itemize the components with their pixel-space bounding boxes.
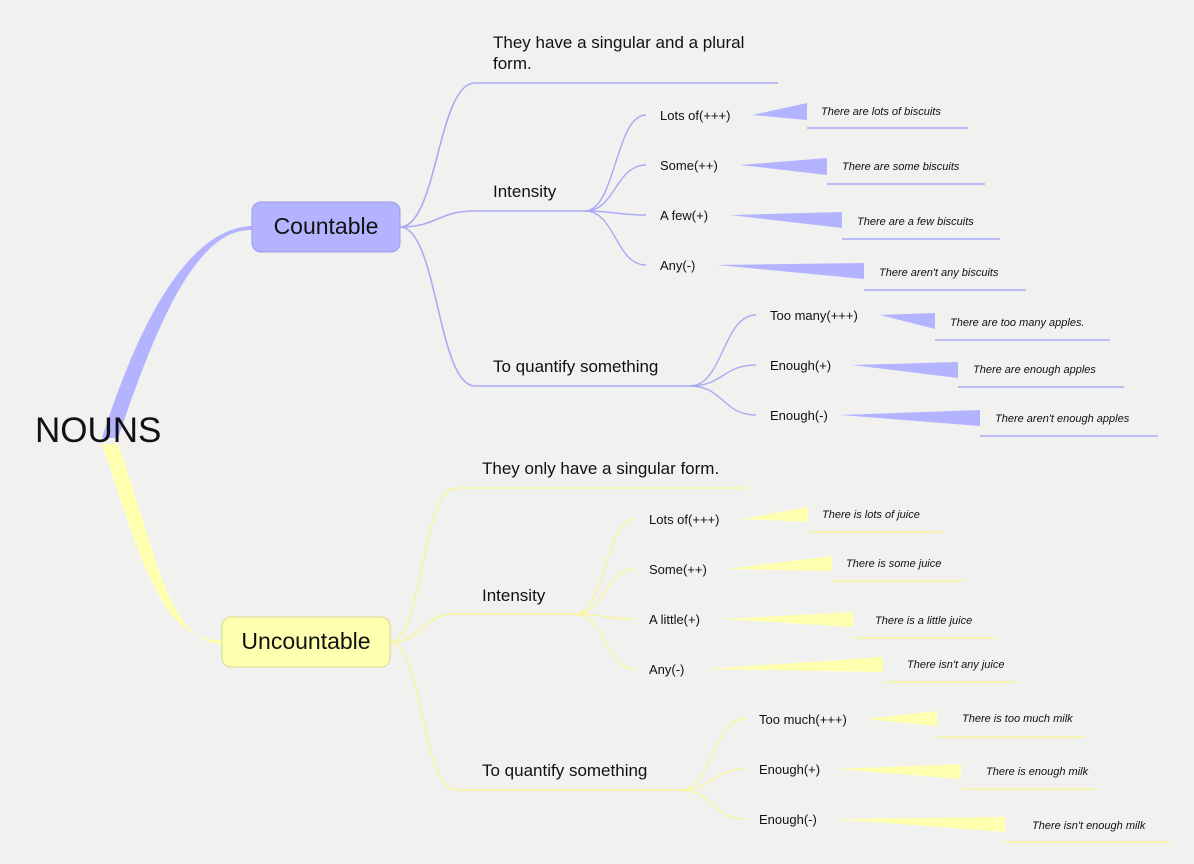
example-sentence[interactable]: There isn't any juice [907,659,1004,671]
wedge-connector [835,764,961,779]
connector [689,385,757,416]
subtopic-label[interactable]: Lots of(+++) [649,512,719,527]
subtopic-label[interactable]: Enough(-) [770,408,828,423]
wedge-connector [722,612,853,627]
example-sentence[interactable]: There are a few biscuits [857,216,974,228]
example-sentence[interactable]: There is too much milk [962,713,1073,725]
connector [679,789,746,820]
topic-label[interactable]: To quantify something [493,357,658,376]
topic-label[interactable]: Intensity [482,586,546,605]
example-sentence[interactable]: There are enough apples [973,364,1096,376]
example-sentence[interactable]: There are some biscuits [842,161,960,173]
example-sentence[interactable]: There are lots of biscuits [821,106,941,118]
connector [574,518,636,615]
connector [389,487,456,643]
connector [389,641,456,791]
topic-label[interactable]: They have a singular and a plural [493,33,744,52]
topic-label[interactable]: Intensity [493,182,557,201]
countable-node-label[interactable]: Countable [274,213,379,239]
example-sentence[interactable]: There isn't enough milk [1032,820,1146,832]
connector [584,164,647,212]
uncountable-node-label[interactable]: Uncountable [241,628,370,654]
subtopic-label[interactable]: Any(-) [649,662,684,677]
wedge-connector [703,657,883,672]
example-sentence[interactable]: There aren't any biscuits [879,267,999,279]
connector [389,613,456,643]
wedge-connector [752,103,807,120]
uncountable-main-branch [102,444,222,644]
connector [399,226,476,387]
connector [574,568,636,615]
topic-label[interactable]: They only have a singular form. [482,459,719,478]
connector [689,364,757,387]
wedge-connector [852,362,958,378]
topic-label[interactable]: To quantify something [482,761,647,780]
subtopic-label[interactable]: Any(-) [660,258,695,273]
example-sentence[interactable]: There is lots of juice [822,509,920,521]
connector [574,613,636,670]
subtopic-label[interactable]: Enough(+) [759,762,820,777]
subtopic-label[interactable]: Some(++) [649,562,707,577]
subtopic-label[interactable]: Too many(+++) [770,308,858,323]
connector [399,210,476,228]
connector [679,768,746,791]
example-sentence[interactable]: There is enough milk [986,766,1089,778]
wedge-connector [865,711,937,726]
subtopic-label[interactable]: Enough(-) [759,812,817,827]
connector [679,718,746,791]
wedge-connector [717,263,864,279]
subtopic-label[interactable]: A little(+) [649,612,700,627]
wedge-connector [833,817,1005,832]
wedge-connector [726,556,832,571]
connector [584,114,647,212]
subtopic-label[interactable]: Lots of(+++) [660,108,730,123]
connector [399,82,476,228]
subtopic-label[interactable]: Too much(+++) [759,712,847,727]
example-sentence[interactable]: There are too many apples. [950,317,1085,329]
wedge-connector [742,507,808,522]
wedge-connector [880,313,935,329]
countable-main-branch [102,226,252,438]
example-sentence[interactable]: There is a little juice [875,615,972,627]
connector [574,613,636,620]
subtopic-label[interactable]: Enough(+) [770,358,831,373]
topic-label[interactable]: form. [493,54,532,73]
connector [584,210,647,266]
example-sentence[interactable]: There aren't enough apples [995,413,1130,425]
example-sentence[interactable]: There is some juice [846,558,941,570]
subtopic-label[interactable]: A few(+) [660,208,708,223]
connector [689,314,757,387]
wedge-connector [730,212,842,228]
connector [584,210,647,216]
root-node-nouns[interactable]: NOUNS [35,411,161,450]
wedge-connector [740,158,827,175]
subtopic-label[interactable]: Some(++) [660,158,718,173]
wedge-connector [840,410,980,426]
